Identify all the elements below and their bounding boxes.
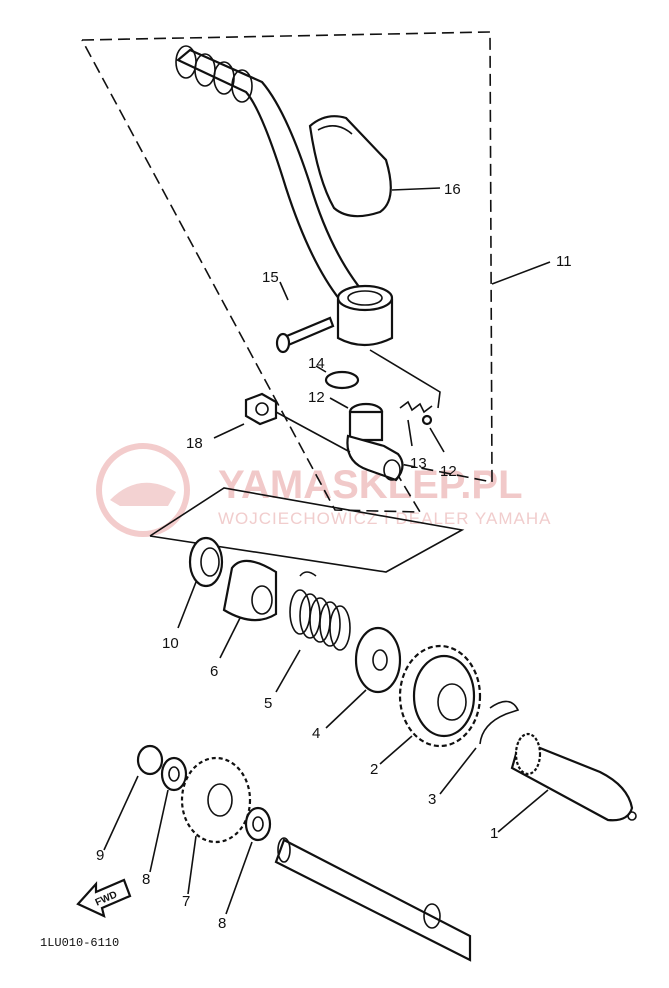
label-1: 1 [490,825,498,842]
kick-rubber-cover [308,115,441,218]
washer-4 [325,626,402,729]
label-17: 16 [444,181,461,198]
nut-18 [213,392,351,453]
kick-axle-1 [497,732,637,833]
fwd-arrow-icon: FWD [76,878,132,918]
label-16: 15 [262,269,279,286]
label-4: 4 [312,725,320,742]
label-8-upper: 8 [142,871,150,888]
washer-8-lower [225,806,272,915]
label-10: 10 [162,635,179,652]
kick-gear-2 [379,644,482,765]
label-15: 14 [308,355,325,372]
assembly-11-leader [491,261,551,285]
watermark-logo [96,443,190,537]
label-12: 12 [308,389,325,406]
shaft [274,837,472,962]
drawing-code: 1LU010-6110 [40,936,119,950]
label-9: 9 [96,847,104,864]
label-18: 18 [186,435,203,452]
kick-crank-arm [175,45,394,347]
label-2: 2 [370,761,378,778]
label-8-lower: 8 [218,915,226,932]
label-6: 6 [210,663,218,680]
collar-6 [219,559,278,659]
oil-seal-10 [177,536,224,629]
ball-13 [421,414,433,426]
label-7: 7 [182,893,190,910]
kick-spring-5 [275,571,351,693]
kick-boss [329,397,404,482]
label-13: 12 [440,463,457,480]
assembly-boundary [81,31,493,513]
circlip-9 [103,744,164,851]
part-labels: 16 11 15 14 12 13 12 18 10 6 5 4 2 3 1 9… [96,181,572,932]
label-3: 3 [428,791,436,808]
watermark-subtitle: WOJCIECHOWICZ I DEALER YAMAHA [218,509,551,528]
lower-assembly-outline [149,487,465,573]
washer-8-upper [149,756,188,873]
label-14: 13 [410,455,427,472]
crank-bolt [275,281,335,354]
circlip-3 [479,700,520,745]
spring-14 [399,400,433,447]
idler-gear-7 [180,756,252,895]
watermark: YAMASKLEP.PL WOJCIECHOWICZ I DEALER YAMA… [96,443,551,537]
label-5: 5 [264,695,272,712]
circlip-15 [324,370,360,390]
label-11: 11 [556,253,572,270]
